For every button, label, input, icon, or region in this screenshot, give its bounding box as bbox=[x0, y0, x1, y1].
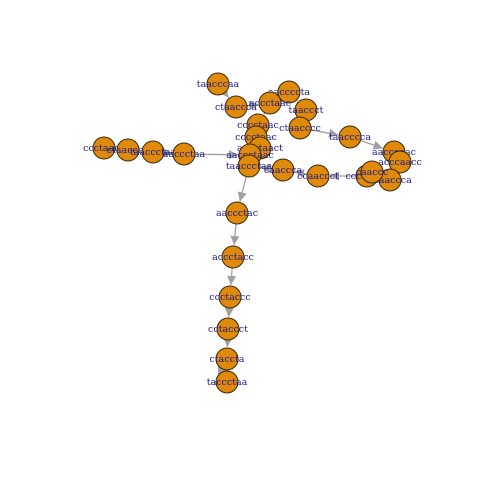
edge-n25-n26 bbox=[227, 267, 237, 286]
node-circle bbox=[224, 95, 248, 119]
graph-node: ccctaccc bbox=[209, 285, 251, 309]
node-label: accctaac bbox=[249, 98, 291, 109]
node-circle bbox=[172, 142, 196, 166]
node-circle bbox=[218, 285, 242, 309]
edge-n11-n12 bbox=[310, 128, 339, 138]
node-label: accctaact bbox=[237, 143, 283, 154]
node-label: taccctaa bbox=[207, 377, 248, 388]
node-label: ctaacccc bbox=[279, 123, 321, 134]
node-circle bbox=[388, 150, 412, 174]
node-label: taacccaa bbox=[197, 79, 240, 90]
edge-n3-n4 bbox=[162, 148, 173, 158]
graph-node: aaccccta bbox=[268, 80, 310, 104]
node-circle bbox=[92, 136, 116, 160]
node-label: taaccct bbox=[289, 105, 324, 116]
edge-n26-n27 bbox=[224, 307, 234, 318]
node-label: taacccca bbox=[329, 132, 371, 143]
node-circle bbox=[338, 125, 362, 149]
edge-n18-n17 bbox=[294, 169, 308, 179]
edge-n17-n16 bbox=[260, 163, 273, 173]
graph-node: acccaacc bbox=[378, 150, 422, 174]
node-label: ctaaccca bbox=[215, 102, 257, 113]
node-label: caaccc bbox=[356, 167, 389, 178]
graph-node: taacccca bbox=[329, 125, 371, 149]
node-circle bbox=[306, 164, 330, 188]
graph-node: ccaaccct bbox=[297, 164, 339, 188]
node-circle bbox=[225, 201, 249, 225]
edge-n16-n24 bbox=[237, 176, 247, 202]
edge-n5-n6 bbox=[219, 87, 230, 98]
node-circle bbox=[221, 245, 245, 269]
graph-node: ctaccta bbox=[210, 347, 245, 371]
node-layer: ccctaaccctaacccgtaaccctaaaaccctaataaccca… bbox=[83, 72, 422, 394]
graph-node: accctaac bbox=[249, 91, 291, 115]
node-label: ccaaccca bbox=[368, 175, 412, 186]
node-label: cctaccct bbox=[208, 324, 248, 335]
graph-node: taacccaa bbox=[197, 72, 240, 96]
node-circle bbox=[258, 91, 282, 115]
graph-node: caaccca bbox=[264, 158, 303, 182]
edge-n6-n8 bbox=[246, 100, 259, 110]
node-circle bbox=[141, 140, 165, 164]
graph-node: caaccc bbox=[356, 160, 389, 184]
graph-node: taaccct bbox=[289, 98, 324, 122]
graph-node: taccctaa bbox=[207, 370, 248, 394]
node-circle bbox=[271, 158, 295, 182]
graph-node: ctaaccca bbox=[215, 95, 257, 119]
edge-n12-n20 bbox=[360, 139, 383, 150]
node-label: taaccctaa bbox=[130, 147, 177, 158]
node-circle bbox=[216, 317, 240, 341]
graph-node: aaccctaa bbox=[163, 142, 206, 166]
node-circle bbox=[237, 154, 261, 178]
node-label: ccctaacc bbox=[83, 143, 125, 154]
node-label: aaccctaa bbox=[163, 149, 206, 160]
graph-node: ccctaacc bbox=[83, 136, 125, 160]
graph-node: taaccctaa bbox=[130, 140, 177, 164]
node-circle bbox=[116, 138, 140, 162]
node-label: ctaccta bbox=[210, 354, 245, 365]
graph-node: ctaacccg bbox=[107, 138, 150, 162]
node-circle bbox=[277, 80, 301, 104]
node-circle bbox=[288, 116, 312, 140]
node-label: ccctaccc bbox=[209, 292, 250, 303]
node-label: caaccca bbox=[264, 165, 303, 176]
node-circle bbox=[215, 347, 239, 371]
node-circle bbox=[360, 160, 384, 184]
graph-node: aaccctac bbox=[216, 201, 258, 225]
node-circle bbox=[215, 370, 239, 394]
node-label: acccaacc bbox=[378, 157, 422, 168]
node-circle bbox=[206, 72, 230, 96]
node-label: accctacc bbox=[212, 252, 254, 263]
graph-node: cctaccct bbox=[208, 317, 248, 341]
node-label: taaccctaa bbox=[226, 161, 273, 172]
node-label: ccaaccct bbox=[297, 171, 339, 182]
node-label: ctaacccg bbox=[107, 145, 150, 156]
node-label: aaccccta bbox=[268, 87, 310, 98]
graph-node: ctaacccc bbox=[279, 116, 321, 140]
graph-node: accctacc bbox=[212, 245, 254, 269]
graph-node: taaccctaa bbox=[226, 154, 273, 178]
node-label: aaccctac bbox=[216, 208, 258, 219]
edge-n4-n15 bbox=[194, 150, 239, 160]
edge-n24-n25 bbox=[230, 223, 240, 246]
node-label: cccctaac bbox=[237, 120, 279, 131]
